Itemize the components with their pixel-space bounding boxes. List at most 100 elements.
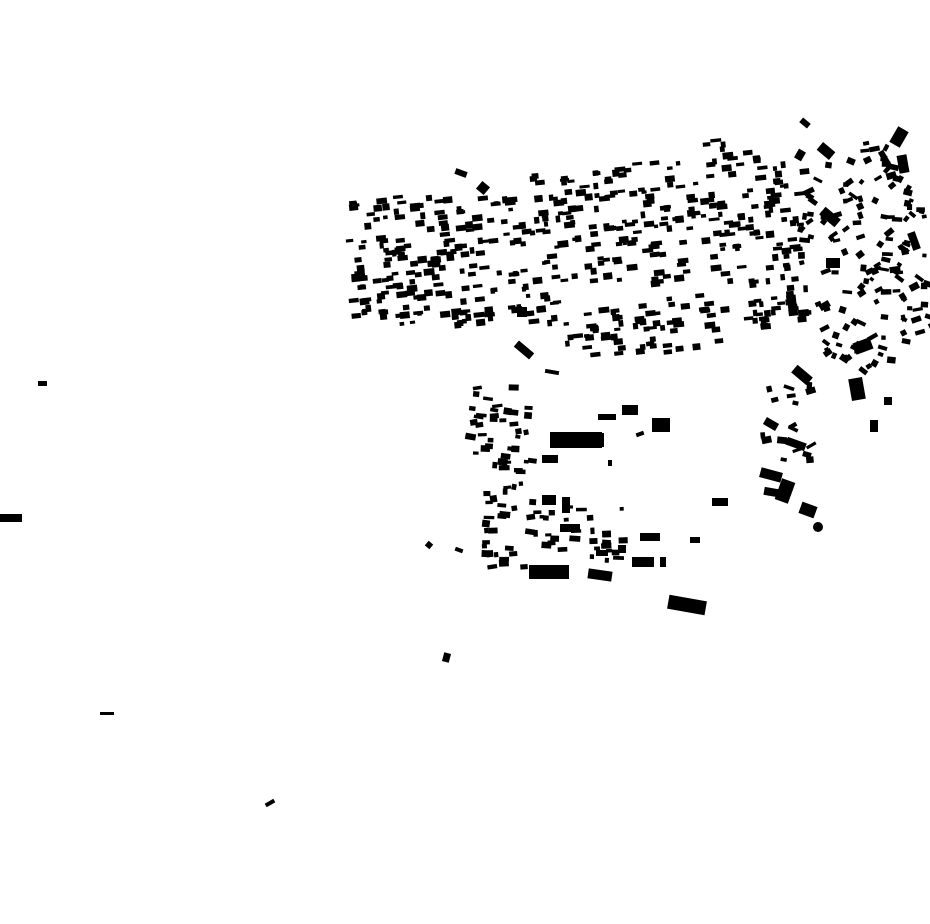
building	[667, 594, 707, 616]
building	[829, 230, 839, 239]
building	[518, 481, 524, 486]
building	[634, 315, 645, 322]
building	[610, 333, 618, 341]
building	[524, 405, 533, 411]
building	[871, 265, 882, 273]
building	[550, 432, 602, 448]
building	[816, 142, 836, 160]
building	[348, 297, 359, 304]
building	[395, 245, 405, 253]
building	[364, 222, 372, 230]
building	[652, 311, 661, 316]
building	[579, 184, 590, 189]
building	[431, 274, 440, 281]
building	[632, 161, 643, 166]
building	[508, 384, 519, 391]
building	[617, 172, 627, 179]
building	[720, 247, 726, 252]
building	[570, 219, 576, 225]
building	[497, 457, 509, 467]
building	[761, 435, 773, 445]
building	[770, 296, 778, 301]
building	[594, 546, 601, 551]
building	[471, 418, 478, 426]
building	[533, 194, 544, 203]
building	[505, 460, 512, 464]
building	[525, 293, 531, 299]
building	[38, 381, 47, 386]
building	[598, 414, 616, 420]
building	[376, 292, 386, 300]
building	[497, 503, 507, 508]
building	[649, 336, 656, 343]
building	[527, 457, 537, 464]
building	[526, 513, 536, 521]
building	[903, 239, 911, 245]
building	[794, 148, 806, 162]
building	[868, 145, 881, 153]
building	[797, 251, 805, 259]
building	[596, 550, 608, 556]
building	[908, 281, 921, 292]
building	[460, 309, 471, 314]
building	[500, 218, 508, 225]
building	[819, 324, 830, 333]
building	[613, 555, 625, 560]
building	[771, 253, 779, 262]
building	[638, 187, 645, 192]
building	[842, 198, 848, 204]
building	[882, 143, 890, 152]
building	[358, 244, 366, 250]
building	[833, 211, 843, 218]
building	[481, 543, 488, 549]
building	[511, 483, 517, 491]
building	[922, 253, 927, 258]
building	[474, 296, 486, 303]
building	[794, 191, 806, 197]
building	[889, 126, 909, 148]
building	[873, 261, 882, 269]
building	[860, 148, 870, 153]
building	[524, 528, 536, 536]
building	[515, 469, 526, 475]
building	[545, 533, 552, 537]
building	[471, 223, 483, 231]
building	[533, 529, 538, 537]
building	[542, 515, 549, 521]
building	[886, 215, 895, 219]
building	[483, 527, 489, 534]
building	[487, 437, 494, 443]
building	[659, 221, 669, 227]
building	[835, 342, 843, 348]
building	[564, 188, 573, 196]
building	[679, 239, 688, 246]
building	[520, 268, 528, 273]
building	[475, 180, 491, 196]
building	[483, 515, 495, 520]
building	[521, 286, 527, 292]
building	[626, 263, 638, 272]
building	[774, 478, 796, 504]
building	[920, 301, 929, 308]
building	[720, 306, 730, 314]
building	[622, 405, 638, 415]
building	[600, 335, 612, 341]
building	[520, 241, 527, 247]
building	[647, 325, 657, 330]
building	[726, 232, 736, 237]
building	[848, 376, 866, 402]
building	[482, 239, 491, 244]
building	[479, 265, 490, 271]
building	[446, 253, 455, 262]
building	[361, 309, 367, 316]
building	[486, 217, 495, 224]
building	[403, 243, 412, 249]
building	[439, 310, 451, 319]
building	[560, 197, 568, 205]
building	[840, 247, 849, 257]
building	[855, 340, 864, 348]
building	[716, 203, 728, 211]
building	[616, 277, 623, 283]
building	[845, 353, 853, 361]
building	[379, 242, 384, 249]
